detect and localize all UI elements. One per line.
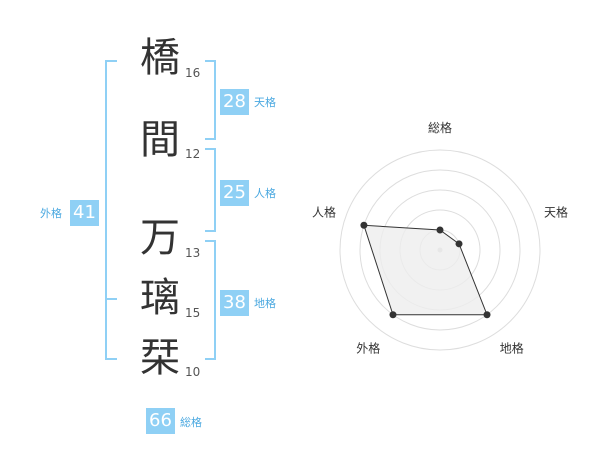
radar-axis-label-2: 天格	[544, 204, 568, 219]
radar-point-5	[360, 221, 368, 229]
tenkaku-value: 28	[220, 89, 249, 115]
jinkaku-value: 25	[220, 180, 249, 206]
name-char-3-strokes: 13	[185, 246, 201, 260]
radar-axis-label-1: 総格	[428, 120, 452, 135]
name-char-2-strokes: 12	[185, 147, 201, 161]
radar-area	[363, 224, 488, 316]
radar-axis-label-4: 外格	[356, 341, 380, 356]
radar-axis-label-5: 人格	[312, 204, 336, 219]
radar-point-3	[483, 311, 491, 319]
jinkaku-bracket	[205, 148, 216, 232]
radar-grid-ring-5	[339, 149, 541, 351]
gaikaku-value: 41	[70, 200, 99, 226]
jinkaku-label: 人格	[254, 187, 276, 200]
chikaku-bracket	[205, 240, 216, 360]
name-char-1: 橋	[140, 35, 180, 81]
soukaku-label: 総格	[180, 416, 202, 429]
name-char-5: 栞	[140, 335, 180, 381]
chikaku-label: 地格	[254, 297, 276, 310]
gaikaku-bracket	[105, 60, 117, 360]
name-char-3: 万	[140, 215, 180, 261]
tenkaku-bracket	[205, 60, 216, 140]
radar-point-2	[455, 240, 463, 248]
gaikaku-label: 外格	[40, 207, 62, 220]
name-char-5-strokes: 10	[185, 365, 201, 379]
name-char-2: 間	[140, 117, 180, 163]
radar-point-4	[389, 311, 397, 319]
radar-axis-label-3: 地格	[500, 341, 524, 356]
name-char-4: 璃	[140, 275, 180, 321]
chikaku-value: 38	[220, 290, 249, 316]
name-char-4-strokes: 15	[185, 306, 201, 320]
gaikaku-bracket-mid	[105, 298, 117, 300]
tenkaku-label: 天格	[254, 96, 276, 109]
soukaku-value: 66	[146, 408, 175, 434]
radar-grid-ring-4	[359, 169, 521, 331]
name-char-1-strokes: 16	[185, 66, 201, 80]
radar-point-1	[436, 226, 444, 234]
